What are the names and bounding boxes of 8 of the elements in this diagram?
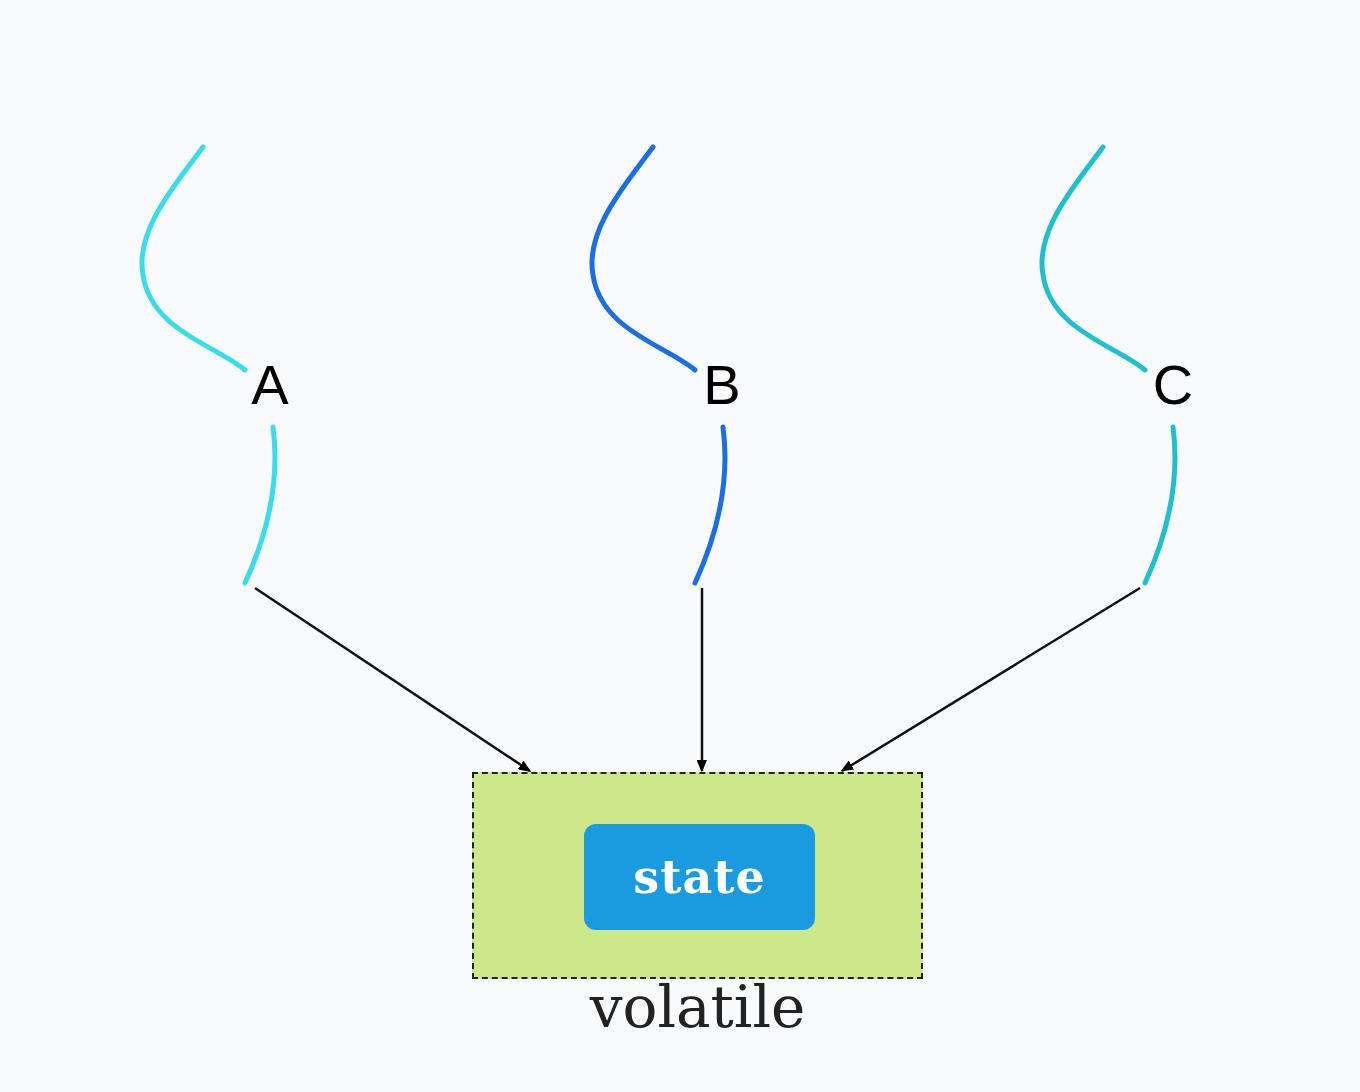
thread-label: A bbox=[251, 357, 289, 413]
arrow bbox=[840, 586, 1141, 773]
box-caption: volatile bbox=[589, 977, 806, 1038]
arrow bbox=[254, 586, 532, 773]
thread-label: C bbox=[1152, 357, 1194, 413]
variable-label: state bbox=[633, 850, 766, 904]
thread-label: B bbox=[703, 357, 741, 413]
variable-box bbox=[584, 824, 815, 930]
